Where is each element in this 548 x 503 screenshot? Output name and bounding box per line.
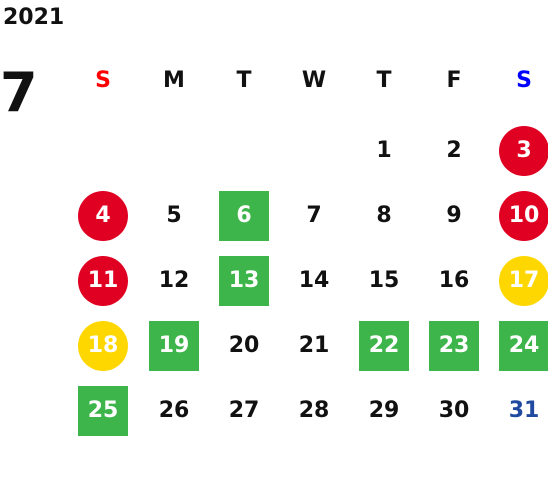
day-number: 28 — [298, 398, 330, 423]
weekday-monday: M — [163, 67, 185, 93]
day-number: 18 — [78, 321, 128, 371]
day-cell: 2 — [426, 125, 482, 177]
day-cell: 5 — [146, 190, 202, 242]
weekday-tuesday: T — [236, 67, 252, 93]
day-number: 2 — [446, 138, 462, 163]
day-number: 3 — [499, 126, 548, 176]
day-number: 13 — [219, 256, 269, 306]
day-cell: 17 — [496, 255, 548, 307]
day-number: 27 — [228, 398, 260, 423]
day-number: 7 — [306, 203, 322, 228]
calendar-month: 7 — [0, 61, 38, 124]
day-number: 15 — [368, 268, 400, 293]
day-cell: 11 — [75, 255, 131, 307]
day-number: 30 — [438, 398, 470, 423]
day-number: 10 — [499, 191, 548, 241]
day-number: 14 — [298, 268, 330, 293]
day-cell: 26 — [146, 385, 202, 437]
day-cell: 13 — [216, 255, 272, 307]
day-number: 8 — [376, 203, 392, 228]
day-number: 12 — [158, 268, 190, 293]
day-number: 24 — [499, 321, 548, 371]
day-number: 5 — [166, 203, 182, 228]
weekday-wednesday: W — [301, 67, 327, 93]
day-number: 21 — [298, 333, 330, 358]
day-number: 29 — [368, 398, 400, 423]
weekday-sunday: S — [95, 67, 111, 93]
day-cell: 4 — [75, 190, 131, 242]
day-cell: 28 — [286, 385, 342, 437]
day-number: 22 — [359, 321, 409, 371]
calendar-year: 2021 — [3, 5, 65, 30]
day-cell: 18 — [75, 320, 131, 372]
weekday-friday: F — [446, 67, 462, 93]
day-number: 19 — [149, 321, 199, 371]
day-number: 16 — [438, 268, 470, 293]
day-cell: 1 — [356, 125, 412, 177]
day-cell: 10 — [496, 190, 548, 242]
day-cell: 25 — [75, 385, 131, 437]
day-number: 26 — [158, 398, 190, 423]
day-cell: 9 — [426, 190, 482, 242]
weekday-saturday: S — [516, 67, 532, 93]
day-cell: 15 — [356, 255, 412, 307]
day-cell: 3 — [496, 125, 548, 177]
day-cell: 8 — [356, 190, 412, 242]
day-number: 6 — [219, 191, 269, 241]
day-cell: 14 — [286, 255, 342, 307]
day-cell: 30 — [426, 385, 482, 437]
day-number: 31 — [508, 398, 540, 423]
day-cell: 24 — [496, 320, 548, 372]
day-number: 20 — [228, 333, 260, 358]
day-cell: 16 — [426, 255, 482, 307]
day-cell: 29 — [356, 385, 412, 437]
day-cell: 31 — [496, 385, 548, 437]
day-cell: 20 — [216, 320, 272, 372]
day-number: 9 — [446, 203, 462, 228]
day-number: 23 — [429, 321, 479, 371]
day-cell: 7 — [286, 190, 342, 242]
day-cell: 22 — [356, 320, 412, 372]
day-cell: 6 — [216, 190, 272, 242]
day-cell: 12 — [146, 255, 202, 307]
day-number: 25 — [78, 386, 128, 436]
weekday-thursday: T — [376, 67, 392, 93]
day-number: 4 — [78, 191, 128, 241]
day-number: 11 — [78, 256, 128, 306]
day-cell: 27 — [216, 385, 272, 437]
day-number: 17 — [499, 256, 548, 306]
day-cell: 23 — [426, 320, 482, 372]
day-cell: 19 — [146, 320, 202, 372]
day-cell: 21 — [286, 320, 342, 372]
day-number: 1 — [376, 138, 392, 163]
